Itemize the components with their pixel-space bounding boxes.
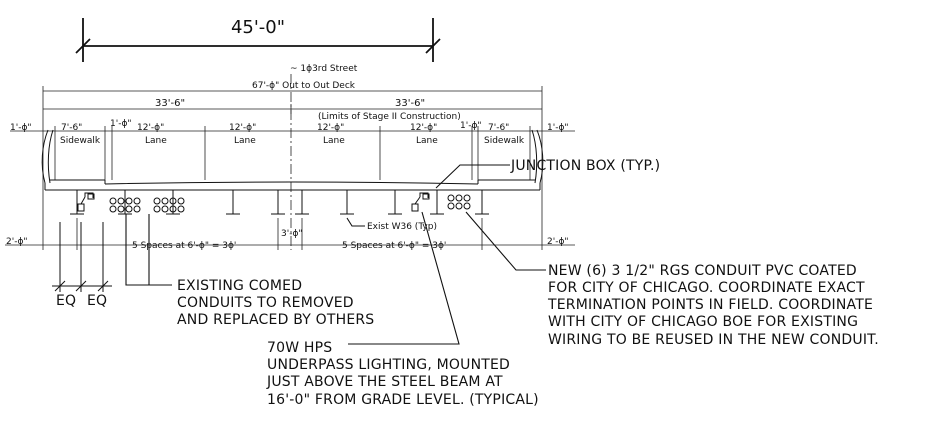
lane-width-2: 12'-ϕ" (229, 123, 256, 133)
half-right-label: 33'-6" (395, 98, 425, 109)
street-label: ~ 1ϕ3rd Street (290, 64, 358, 74)
eq-dimension: EQ EQ (52, 222, 112, 309)
svg-text:FOR CITY OF CHICAGO. COORDINAT: FOR CITY OF CHICAGO. COORDINATE EXACT (548, 280, 865, 296)
svg-text:EXISTING COMED: EXISTING COMED (177, 278, 302, 294)
lane-width-3: 12'-ϕ" (317, 123, 344, 133)
svg-text:UNDERPASS LIGHTING, MOUNTED: UNDERPASS LIGHTING, MOUNTED (267, 357, 510, 373)
svg-text:NEW (6) 3 1/2" RGS CONDUIT PVC: NEW (6) 3 1/2" RGS CONDUIT PVC COATED (548, 263, 857, 279)
top-span-dimension: 45'-0" (75, 17, 441, 62)
svg-text:WITH CITY OF CHICAGO BOE FOR E: WITH CITY OF CHICAGO BOE FOR EXISTING (548, 314, 858, 330)
light-fixture-right (411, 192, 430, 212)
svg-text:16'-0" FROM GRADE LEVEL. (TYPI: 16'-0" FROM GRADE LEVEL. (TYPICAL) (267, 392, 539, 408)
eq-label-2: EQ (87, 293, 107, 309)
light-fixture-left (77, 192, 95, 212)
sidewalk-right-width: 7'-6" (488, 123, 509, 133)
svg-text:JUST ABOVE THE STEEL BEAM AT: JUST ABOVE THE STEEL BEAM AT (266, 374, 503, 390)
new-conduit-note: NEW (6) 3 1/2" RGS CONDUIT PVC COATED FO… (547, 263, 879, 348)
sidewalk-left-width: 7'-6" (61, 123, 82, 133)
svg-text:70W HPS: 70W HPS (267, 340, 332, 356)
spaces-left-label: 5 Spaces at 6'-ϕ" = 3ϕ' (132, 241, 236, 251)
lighting-note: 70W HPS UNDERPASS LIGHTING, MOUNTED JUST… (266, 340, 539, 408)
edge-left-label: 1'-ϕ" (10, 123, 32, 133)
existing-comed-note: EXISTING COMED CONDUITS TO REMOVED AND R… (177, 278, 374, 328)
overhang-right-label: 2'-ϕ" (547, 237, 569, 247)
deck-overall-label: 67'-ϕ" Out to Out Deck (252, 81, 356, 91)
half-left-label: 33'-6" (155, 98, 185, 109)
svg-text:TERMINATION POINTS IN FIELD. C: TERMINATION POINTS IN FIELD. COORDINATE (547, 297, 873, 313)
bottom-dimension-row: 2'-ϕ" 2'-ϕ" 5 Spaces at 6'-ϕ" = 3ϕ' 5 Sp… (5, 218, 575, 251)
sidewalk-left-label: Sidewalk (60, 136, 101, 146)
existing-conduits-left (109, 197, 141, 213)
lane-label-2: Lane (234, 136, 256, 146)
lane-label-4: Lane (416, 136, 438, 146)
svg-text:CONDUITS TO REMOVED: CONDUITS TO REMOVED (177, 295, 354, 311)
sidewalk-right-label: Sidewalk (484, 136, 525, 146)
lane-width-1: 12'-ϕ" (137, 123, 164, 133)
edge-right-label: 1'-ϕ" (547, 123, 569, 133)
svg-text:WIRING TO BE REUSED IN THE NEW: WIRING TO BE REUSED IN THE NEW CONDUIT. (548, 332, 879, 348)
junction-box-note: JUNCTION BOX (TYP.) (510, 158, 660, 174)
lane-label-1: Lane (145, 136, 167, 146)
deck-slab (41, 129, 544, 191)
top-span-label: 45'-0" (231, 17, 285, 38)
beam-label: Exist W36 (Typ) (367, 222, 437, 232)
curb-left-label: 1'-ϕ" (110, 119, 132, 129)
lane-label-3: Lane (323, 136, 345, 146)
deck-overall-dimension: 67'-ϕ" Out to Out Deck (42, 81, 543, 250)
spaces-right-label: 5 Spaces at 6'-ϕ" = 3ϕ' (342, 241, 446, 251)
half-width-dimensions: 33'-6" 33'-6" (Limits of Stage II Constr… (43, 98, 542, 122)
center-gap-label: 3'-ϕ" (281, 229, 303, 239)
curb-right-label: 1'-ϕ" (460, 121, 482, 131)
new-conduits (447, 194, 471, 210)
lane-width-4: 12'-ϕ" (410, 123, 437, 133)
svg-text:AND REPLACED BY OTHERS: AND REPLACED BY OTHERS (177, 312, 374, 328)
existing-conduits-right (153, 197, 185, 213)
stage-limits-label: (Limits of Stage II Construction) (318, 112, 461, 122)
eq-label-1: EQ (56, 293, 76, 309)
steel-beams (70, 190, 489, 215)
lane-dimension-row: 1'-ϕ" 1'-ϕ" 7'-6" 1'-ϕ" 12'-ϕ" 12'-ϕ" 12… (10, 119, 575, 180)
overhang-left-label: 2'-ϕ" (6, 237, 28, 247)
